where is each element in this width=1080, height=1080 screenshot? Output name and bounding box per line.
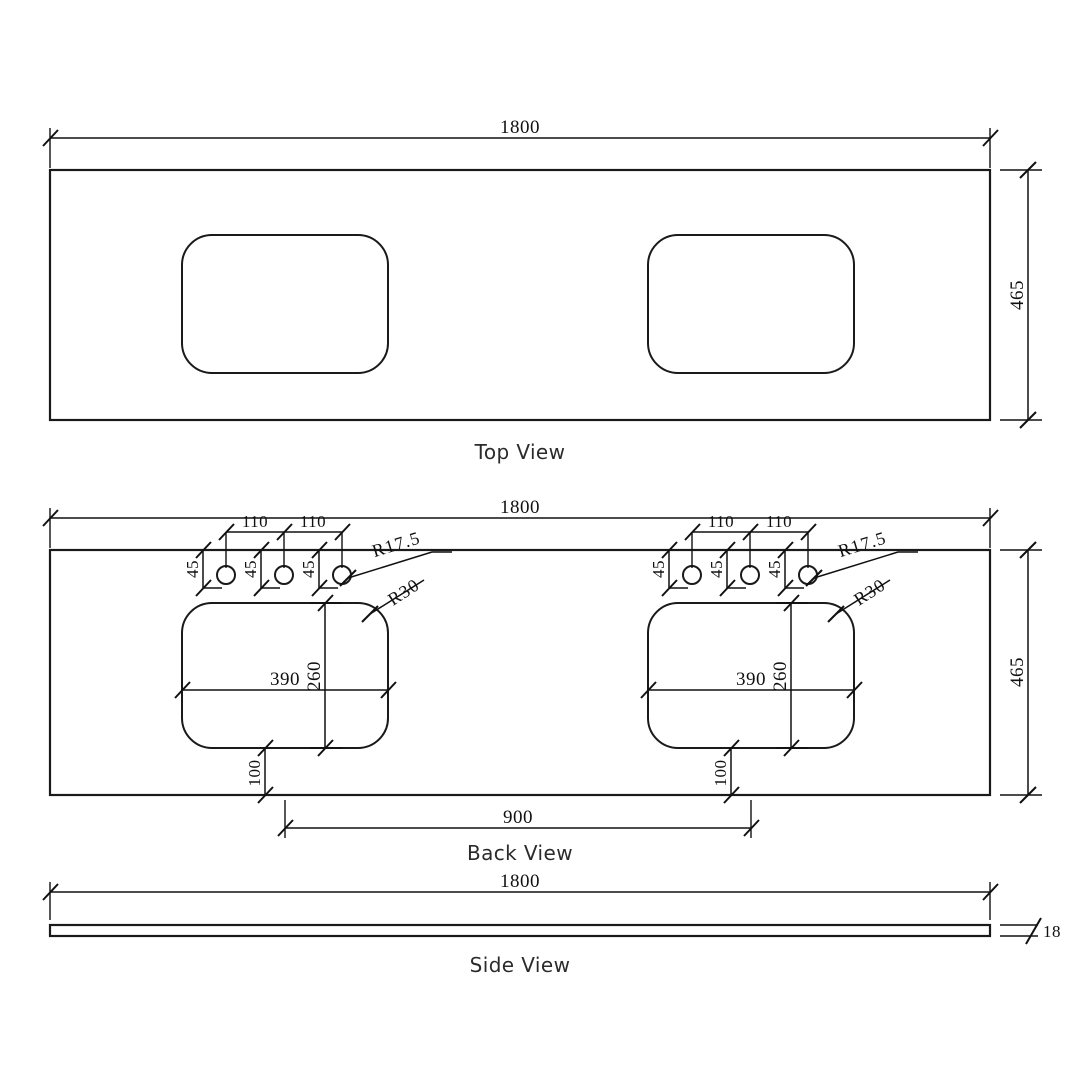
tap-hole-right-2-offset-dim: 45 <box>707 541 746 597</box>
back-view-group: 1800 45 45 <box>42 497 1042 865</box>
back-view-basin-spacing-value: 900 <box>503 807 533 828</box>
tap-hole-right-1-offset-value: 45 <box>649 560 668 578</box>
back-view-left-bottom-offset-value: 100 <box>245 760 264 787</box>
tap-hole-right-2 <box>740 565 760 585</box>
back-view-left-corner-radius-leader: R30 <box>361 574 425 623</box>
back-view-right-basin-height-value: 260 <box>770 661 791 691</box>
side-view-thickness-dimension: 18 <box>1000 917 1061 945</box>
tap-hole-right-spacing-dim-1: 110 <box>684 512 759 568</box>
tap-hole-right-spacing-1-value: 110 <box>708 512 734 531</box>
back-view-left-basin <box>181 602 389 749</box>
tap-hole-left-spacing-2-value: 110 <box>300 512 326 531</box>
back-view-right-basin <box>647 602 855 749</box>
back-view-left-basin-height-value: 260 <box>304 661 325 691</box>
tap-hole-right-spacing-2-value: 110 <box>766 512 792 531</box>
back-view-left-bottom-offset-dim: 100 <box>245 739 274 804</box>
back-view-right-basin-width-value: 390 <box>736 669 766 690</box>
tap-hole-left-spacing-dim-1: 110 <box>218 512 293 568</box>
tap-hole-left-radius-value: R17.5 <box>370 527 423 561</box>
back-view-left-basin-height-dim: 260 <box>304 594 342 757</box>
tap-hole-left-2 <box>274 565 294 585</box>
tap-hole-right-1 <box>682 565 702 585</box>
top-view-width-value: 1800 <box>500 117 540 138</box>
top-view-counter-outline <box>48 168 992 422</box>
tap-hole-left-1-offset-value: 45 <box>183 560 202 578</box>
back-view-left-basin-width-value: 390 <box>270 669 300 690</box>
back-view-height-value: 465 <box>1007 657 1028 687</box>
tap-hole-left-1-offset-dim: 45 <box>183 541 222 597</box>
back-view-right-bottom-offset-dim: 100 <box>711 739 740 804</box>
back-view-right-corner-radius-leader: R30 <box>827 574 891 623</box>
tap-hole-right-2-offset-value: 45 <box>707 560 726 578</box>
tap-hole-left-2-offset-value: 45 <box>241 560 260 578</box>
top-view-width-dimension: 1800 <box>42 117 999 168</box>
back-view-right-corner-radius-value: R30 <box>850 574 889 609</box>
tap-hole-left-1 <box>216 565 236 585</box>
tap-hole-right-3 <box>798 565 818 585</box>
tap-hole-right-radius-value: R17.5 <box>836 527 889 561</box>
side-view-label: Side View <box>470 953 571 977</box>
top-view-right-basin-cutout <box>647 234 855 374</box>
back-view-left-basin-assembly: 45 45 45 <box>174 512 452 804</box>
tap-hole-left-3-offset-dim: 45 <box>299 541 338 597</box>
back-view-counter-outline <box>48 548 992 797</box>
tap-hole-right-radius-leader: R17.5 <box>805 527 918 587</box>
top-view-label: Top View <box>474 440 566 464</box>
top-view-group: 1800 465 Top View <box>42 117 1042 464</box>
tap-hole-left-3 <box>332 565 352 585</box>
back-view-height-dimension: 465 <box>1000 541 1042 804</box>
side-view-slab <box>48 923 992 938</box>
top-view-left-basin-cutout <box>181 234 389 374</box>
top-view-depth-dimension: 465 <box>1000 161 1042 429</box>
back-view-label: Back View <box>467 841 573 865</box>
tap-hole-left-spacing-dim-2: 110 <box>284 512 351 568</box>
back-view-left-corner-radius-value: R30 <box>384 574 423 609</box>
side-view-width-value: 1800 <box>500 871 540 892</box>
back-view-right-basin-assembly: 45 45 45 110 <box>640 512 918 804</box>
back-view-left-basin-width-dim: 390 <box>174 669 397 699</box>
tap-hole-left-spacing-1-value: 110 <box>242 512 268 531</box>
side-view-width-dimension: 1800 <box>42 871 999 920</box>
back-view-right-basin-width-dim: 390 <box>640 669 863 699</box>
back-view-right-basin-height-dim: 260 <box>770 594 808 757</box>
tap-hole-right-3-offset-dim: 45 <box>765 541 804 597</box>
tap-hole-right-spacing-dim-2: 110 <box>750 512 817 568</box>
side-view-thickness-value: 18 <box>1043 922 1061 941</box>
back-view-right-bottom-offset-value: 100 <box>711 760 730 787</box>
tap-hole-left-3-offset-value: 45 <box>299 560 318 578</box>
tap-hole-left-2-offset-dim: 45 <box>241 541 280 597</box>
back-view-basin-spacing-dimension: 900 <box>277 800 760 838</box>
tap-hole-right-1-offset-dim: 45 <box>649 541 688 597</box>
back-view-width-value: 1800 <box>500 497 540 518</box>
back-view-width-dimension: 1800 <box>42 497 999 548</box>
tap-hole-right-3-offset-value: 45 <box>765 560 784 578</box>
side-view-group: 1800 18 Side View <box>42 871 1061 977</box>
top-view-depth-value: 465 <box>1007 280 1028 310</box>
tap-hole-left-radius-leader: R17.5 <box>339 527 452 587</box>
